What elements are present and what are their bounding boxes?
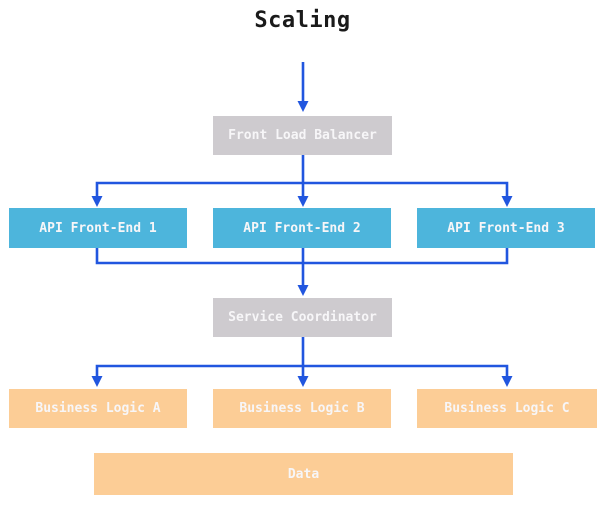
front-load-balancer-label: Front Load Balancer xyxy=(228,128,377,143)
data-node: Data xyxy=(94,453,513,495)
arrowhead-api3 xyxy=(501,196,513,207)
api-front-end-1-label: API Front-End 1 xyxy=(39,220,157,236)
service-coordinator-node: Service Coordinator xyxy=(213,298,392,337)
arrowhead-logic-c xyxy=(501,376,513,387)
business-logic-a-label: Business Logic A xyxy=(35,401,161,416)
arrowhead-logic-b xyxy=(297,376,309,387)
api-front-end-2-label: API Front-End 2 xyxy=(243,220,361,236)
edge-coordinator-fanout xyxy=(95,364,509,377)
front-load-balancer-node: Front Load Balancer xyxy=(213,116,392,155)
arrowhead-api2 xyxy=(297,196,309,207)
api-front-end-2-node: API Front-End 2 xyxy=(213,208,391,248)
service-coordinator-label: Service Coordinator xyxy=(228,310,377,325)
business-logic-c-label: Business Logic C xyxy=(444,401,570,416)
data-label: Data xyxy=(287,466,320,482)
business-logic-c-node: Business Logic C xyxy=(417,389,597,428)
arrowhead-logic-a xyxy=(91,376,103,387)
api-front-end-3-label: API Front-End 3 xyxy=(447,220,565,236)
api-front-end-1-node: API Front-End 1 xyxy=(9,208,187,248)
arrowhead-coordinator xyxy=(297,285,309,296)
business-logic-a-node: Business Logic A xyxy=(9,389,187,428)
business-logic-b-label: Business Logic B xyxy=(239,401,365,416)
edge-balancer-fanout xyxy=(95,181,509,197)
diagram-title: Scaling xyxy=(254,8,351,33)
arrowhead-api1 xyxy=(91,196,103,207)
arrowhead-balancer xyxy=(297,101,309,112)
edge-api-converge xyxy=(95,248,509,265)
api-front-end-3-node: API Front-End 3 xyxy=(417,208,595,248)
business-logic-b-node: Business Logic B xyxy=(213,389,391,428)
